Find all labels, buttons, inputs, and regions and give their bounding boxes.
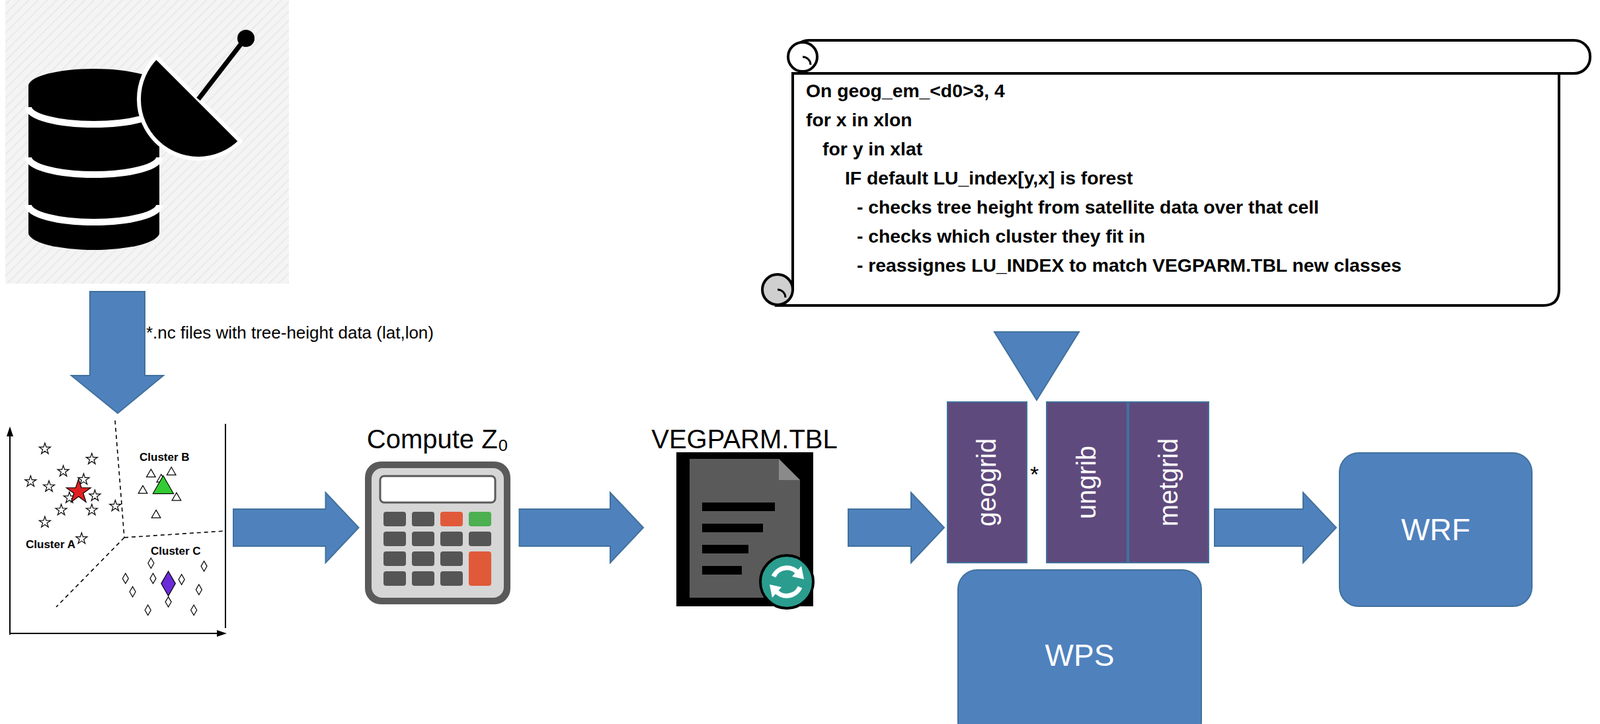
- node-text: metgrid: [1153, 438, 1184, 527]
- cluster-label: Cluster C: [150, 544, 201, 559]
- node-text: WPS: [1045, 637, 1115, 674]
- database-satellite-icon: [5, 0, 289, 284]
- block-arrow: [1214, 492, 1337, 563]
- code-line: On geog_em_<d0>3, 4: [805, 76, 1593, 106]
- node-text: ungrib: [1071, 445, 1102, 520]
- code-line: - checks which cluster they fit in: [856, 221, 1593, 251]
- wps-module: metgrid: [1127, 401, 1210, 564]
- wps-module: ungrib: [1045, 401, 1128, 564]
- table-step: VEGPARM.TBL: [645, 423, 843, 609]
- code-line: IF default LU_index[y,x] is forest: [844, 163, 1593, 193]
- block-arrow: [848, 492, 945, 563]
- down-arrow: [71, 291, 164, 414]
- node-text: Compute Z₀: [366, 423, 509, 455]
- calculator-step: Compute Z₀: [361, 423, 515, 609]
- block-arrow: [233, 492, 360, 563]
- code-line: - checks tree height from satellite data…: [856, 192, 1593, 222]
- asterisk-mark: *: [1030, 461, 1039, 488]
- cluster-plot-box: Cluster B Cluster A Cluster C: [9, 423, 229, 639]
- wrf-box: WRF: [1338, 452, 1533, 607]
- calculator-icon: [364, 461, 511, 605]
- code-line: - reassignes LU_INDEX to match VEGPARM.T…: [856, 250, 1593, 280]
- cluster-label: Cluster B: [139, 450, 190, 465]
- node-text: geogrid: [972, 438, 1003, 527]
- code-line: for y in xlat: [822, 134, 1593, 164]
- cluster-plot: [6, 420, 227, 637]
- node-text: WRF: [1400, 511, 1471, 548]
- node-text: VEGPARM.TBL: [651, 423, 838, 455]
- wps-box: WPS: [957, 569, 1202, 724]
- wps-module: geogrid: [946, 401, 1028, 564]
- document-icon: [676, 452, 814, 609]
- code-scroll: On geog_em_<d0>3, 4for x in xlonfor y in…: [760, 39, 1593, 309]
- triangle-arrow: [994, 331, 1080, 400]
- code-line: for x in xlon: [805, 105, 1593, 135]
- cluster-label: Cluster A: [25, 537, 76, 553]
- block-arrow: [519, 492, 644, 563]
- file-note: *.nc files with tree-height data (lat,lo…: [146, 322, 434, 344]
